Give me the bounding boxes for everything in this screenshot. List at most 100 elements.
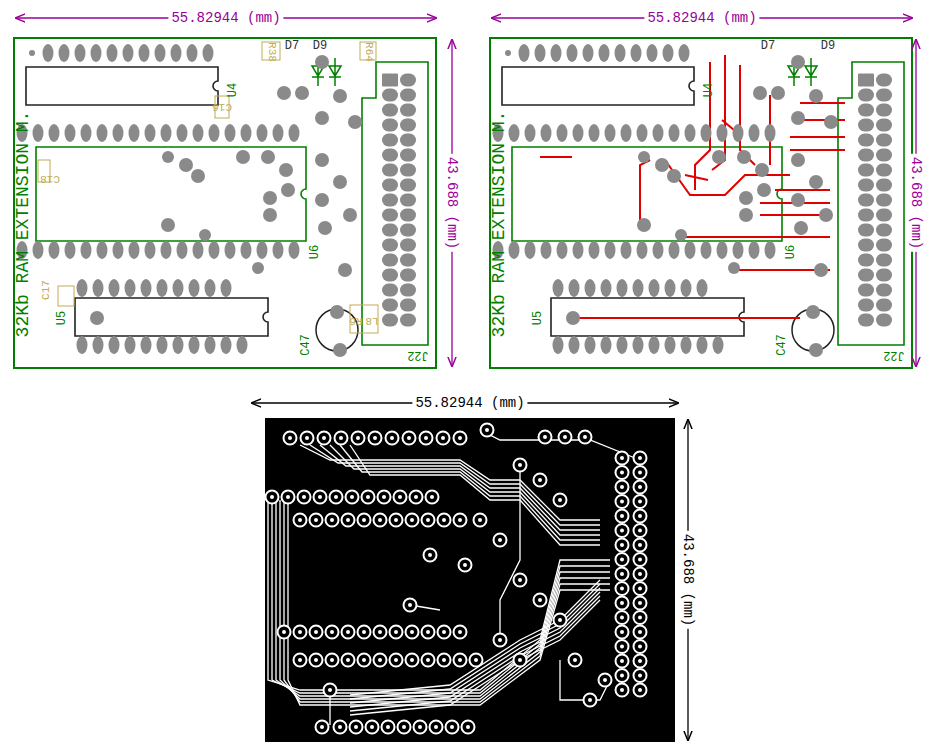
- pad-hole: [298, 658, 302, 662]
- pad-hole: [620, 674, 624, 678]
- board-outline: [490, 38, 912, 368]
- pin-pad: [237, 336, 248, 354]
- pad-ring: [634, 626, 647, 639]
- pin-pad: [177, 241, 188, 259]
- part-label: D9: [313, 40, 327, 52]
- pin-pad: [81, 241, 92, 259]
- solder-pad: [284, 432, 297, 445]
- pin-pad: [189, 279, 200, 297]
- via-pad: [638, 151, 650, 163]
- header-pad: [858, 209, 874, 222]
- via-pad: [191, 169, 205, 183]
- pin-pad: [765, 241, 776, 259]
- pad-hole: [638, 630, 642, 634]
- pad-ring: [410, 491, 423, 504]
- via-pad: [315, 111, 329, 125]
- dimension-label: 43.688 (mm): [444, 154, 460, 252]
- pad-hole: [638, 529, 642, 533]
- header-pad: [858, 284, 874, 297]
- pad-hole: [620, 558, 624, 562]
- via-pad: [667, 169, 681, 183]
- pad-ring: [634, 466, 647, 479]
- chip-outline: [512, 147, 782, 241]
- pin-pad: [663, 44, 674, 62]
- part-label: C47: [300, 334, 312, 356]
- pad-hole: [588, 698, 592, 702]
- pin-pad: [653, 124, 664, 142]
- solder-pad: [298, 491, 311, 504]
- pad-ring: [342, 654, 355, 667]
- pad-ring: [438, 626, 451, 639]
- solder-pad: [374, 514, 387, 527]
- solder-pad: [420, 432, 433, 445]
- pin-pad: [585, 336, 596, 354]
- header-pad: [382, 239, 398, 252]
- pad-ring: [390, 654, 403, 667]
- part-label: U4: [227, 83, 239, 97]
- header-pad: [400, 254, 416, 267]
- pad-ring: [362, 491, 375, 504]
- header-pad: [400, 284, 416, 297]
- pad-hole: [620, 587, 624, 591]
- pad-ring: [358, 626, 371, 639]
- solder-pad: [514, 654, 527, 667]
- pad-hole: [478, 518, 482, 522]
- header-pad: [382, 254, 398, 267]
- pin-pad: [65, 124, 76, 142]
- pin-pad: [647, 44, 658, 62]
- header-pad: [400, 314, 416, 327]
- pin-pad: [225, 241, 236, 259]
- chip-outline: [75, 298, 268, 336]
- dimension-label: 55.82944 (mm): [412, 395, 527, 411]
- pin-pad: [177, 124, 188, 142]
- pad-hole: [620, 645, 624, 649]
- pad-hole: [318, 495, 322, 499]
- pad-ring: [616, 495, 629, 508]
- pad-ring: [310, 654, 323, 667]
- via-pad: [261, 150, 275, 164]
- pad-hole: [373, 436, 377, 440]
- header-pad: [400, 104, 416, 117]
- pad-hole: [314, 518, 318, 522]
- pad-hole: [638, 645, 642, 649]
- solder-pad: [454, 514, 467, 527]
- header-pad: [876, 134, 892, 147]
- pin-pad: [541, 241, 552, 259]
- copper-trace: [680, 236, 830, 238]
- pad-ring: [616, 481, 629, 494]
- pad-ring: [634, 582, 647, 595]
- solder-pad: [426, 491, 439, 504]
- solder-pad: [634, 626, 647, 639]
- pad-ring: [374, 654, 387, 667]
- solder-pad: [294, 514, 307, 527]
- header-pad: [382, 314, 398, 327]
- pad-hole: [418, 725, 422, 729]
- pad-ring: [454, 626, 467, 639]
- copper-trace: [665, 160, 790, 195]
- solder-pad: [454, 654, 467, 667]
- header-pad: [382, 134, 398, 147]
- solder-pad: [390, 626, 403, 639]
- copper-trace: [350, 592, 600, 707]
- pad-hole: [298, 630, 302, 634]
- copper-trace: [800, 119, 845, 121]
- pad-hole: [518, 578, 522, 582]
- pad-hole: [463, 563, 467, 567]
- pin-pad: [665, 336, 676, 354]
- pad-hole: [458, 436, 462, 440]
- pad-hole: [638, 500, 642, 504]
- solder-pad: [301, 432, 314, 445]
- pin-pad: [139, 44, 150, 62]
- pin-pad: [129, 124, 140, 142]
- pad-ring: [454, 432, 467, 445]
- copper-trace: [790, 136, 845, 138]
- solder-pad: [362, 491, 375, 504]
- solder-pad: [386, 432, 399, 445]
- pad-hole: [378, 658, 382, 662]
- pin-pad: [589, 241, 600, 259]
- solder-pad: [494, 534, 507, 547]
- pad-hole: [620, 572, 624, 576]
- part-label: R6: [349, 315, 362, 326]
- solder-pad: [369, 432, 382, 445]
- via-pad: [252, 262, 264, 274]
